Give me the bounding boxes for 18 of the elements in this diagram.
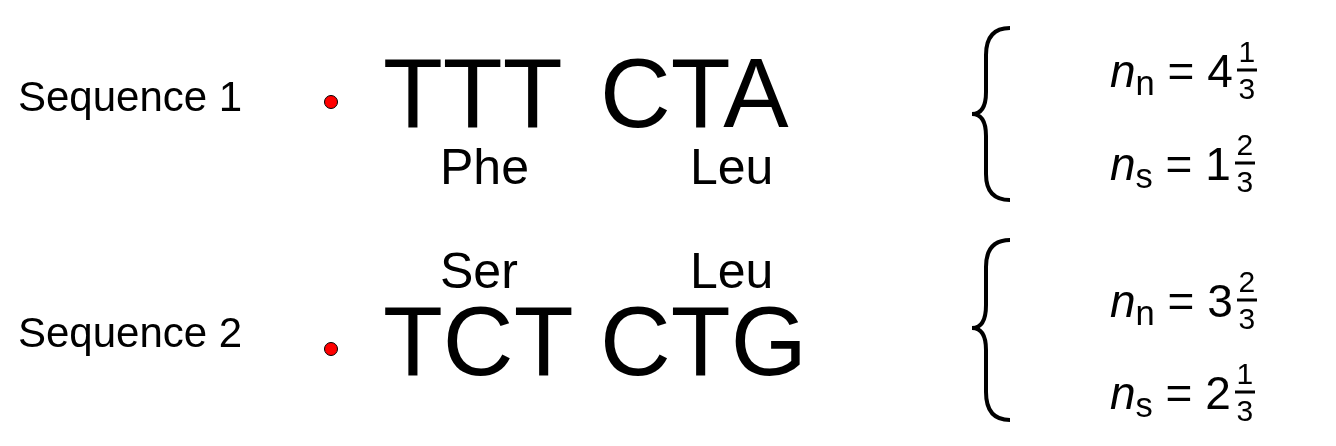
fraction-denominator: 3 <box>1238 73 1256 104</box>
fraction-numerator: 1 <box>1236 358 1254 389</box>
equation: n$_{s}$ = 1 <box>1110 140 1231 186</box>
codon: TTT <box>383 44 563 142</box>
codon: CTA <box>600 44 789 142</box>
fraction-numerator: 1 <box>1238 36 1256 67</box>
equation: n$_{s}$ = 2 <box>1110 369 1231 415</box>
fraction-numerator: 2 <box>1236 129 1254 160</box>
fraction-denominator: 3 <box>1238 303 1256 334</box>
sequence-label: Sequence 1 <box>18 76 243 118</box>
amino-acid-label: Phe <box>440 142 529 192</box>
fraction-numerator: 2 <box>1238 266 1256 297</box>
fraction-denominator: 3 <box>1236 395 1254 426</box>
sequence-label: Sequence 2 <box>18 312 243 354</box>
equation: n$_{n}$ = 3 <box>1110 277 1233 323</box>
fraction-denominator: 3 <box>1236 166 1254 197</box>
equation: n$_{n}$ = 4 <box>1110 47 1233 93</box>
amino-acid-label: Leu <box>690 142 774 192</box>
